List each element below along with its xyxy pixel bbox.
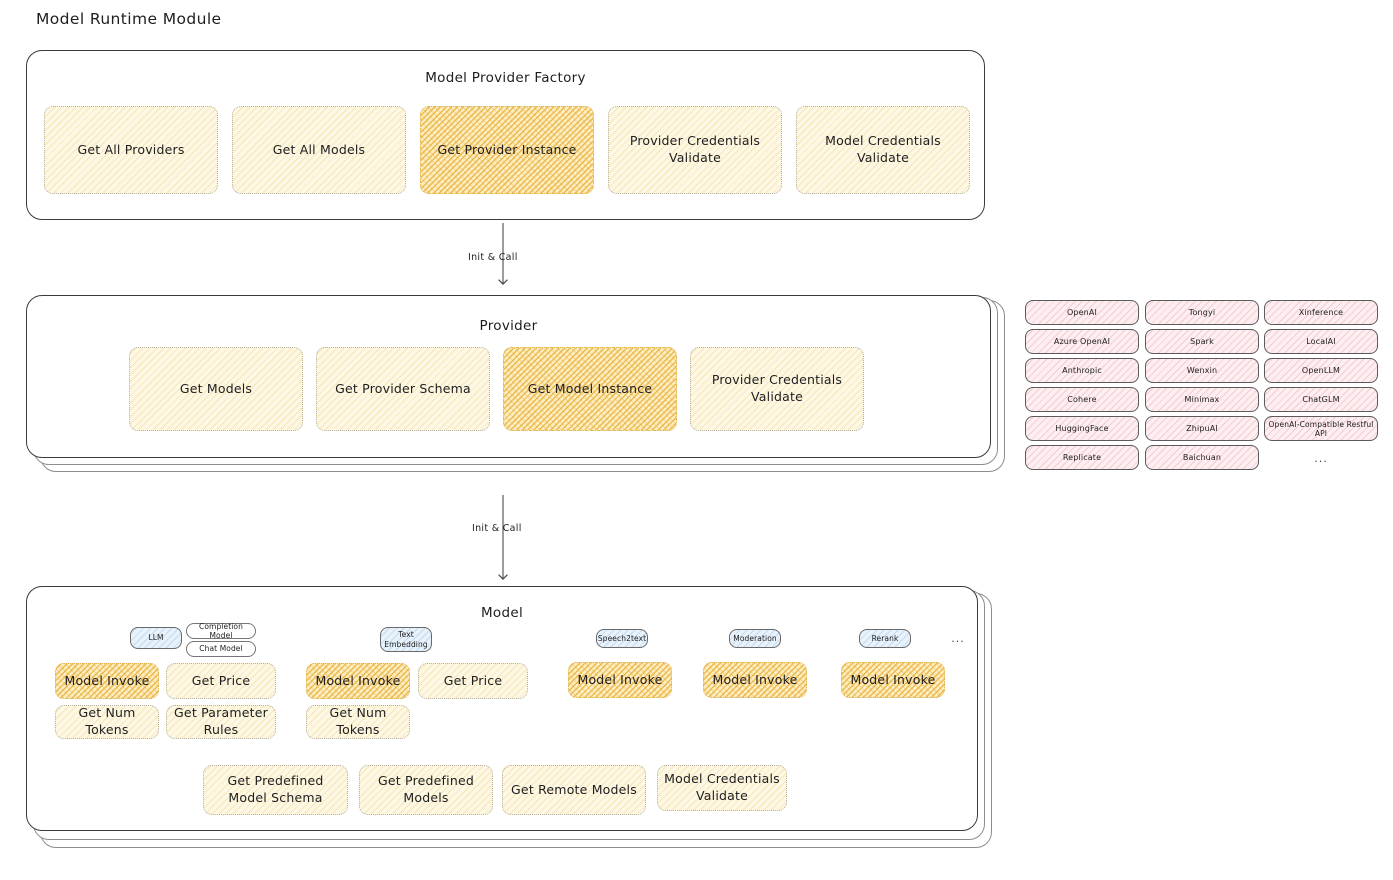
model-badge-llm[interactable]: LLM — [130, 627, 182, 649]
model-rerank-card-model-invoke[interactable]: Model Invoke — [841, 662, 945, 698]
model-moderation-card-model-invoke[interactable]: Model Invoke — [703, 662, 807, 698]
model-llm-card-get-num-tokens[interactable]: Get Num Tokens — [55, 705, 159, 739]
provider-chip-cohere[interactable]: Cohere — [1025, 387, 1139, 412]
factory-card-get-all-providers[interactable]: Get All Providers — [44, 106, 218, 194]
page-title: Model Runtime Module — [36, 10, 222, 28]
provider-list-more-ellipsis: ... — [1314, 452, 1328, 465]
model-badge-completion-model[interactable]: Completion Model — [186, 622, 256, 640]
provider-card-provider-credentials-validate[interactable]: Provider Credentials Validate — [690, 347, 864, 431]
provider-chip-tongyi[interactable]: Tongyi — [1145, 300, 1259, 325]
provider-card-get-model-instance[interactable]: Get Model Instance — [503, 347, 677, 431]
provider-chip-wenxin[interactable]: Wenxin — [1145, 358, 1259, 383]
factory-card-provider-credentials-validate[interactable]: Provider Credentials Validate — [608, 106, 782, 194]
model-badge-text-embedding[interactable]: Text Embedding — [380, 627, 432, 652]
arrow-label-provider-to-model: Init & Call — [472, 523, 522, 534]
provider-chip-localai[interactable]: LocalAI — [1264, 329, 1378, 354]
provider-title: Provider — [479, 318, 538, 334]
model-title: Model — [480, 605, 524, 621]
provider-chip-minimax[interactable]: Minimax — [1145, 387, 1259, 412]
model-badge-chat-model[interactable]: Chat Model — [186, 641, 256, 657]
provider-chip-openai[interactable]: OpenAI — [1025, 300, 1139, 325]
factory-card-model-credentials-validate[interactable]: Model Credentials Validate — [796, 106, 970, 194]
provider-chip-anthropic[interactable]: Anthropic — [1025, 358, 1139, 383]
provider-chip-openai-compatible-restful-api[interactable]: OpenAI-Compatible Restful API — [1264, 416, 1378, 441]
model-badge-speech2text[interactable]: Speech2text — [596, 629, 648, 648]
provider-chip-huggingface[interactable]: HuggingFace — [1025, 416, 1139, 441]
provider-chip-zhipuai[interactable]: ZhipuAI — [1145, 416, 1259, 441]
model-llm-card-get-parameter-rules[interactable]: Get Parameter Rules — [166, 705, 276, 739]
model-text-embedding-card-get-num-tokens[interactable]: Get Num Tokens — [306, 705, 410, 739]
provider-card-get-provider-schema[interactable]: Get Provider Schema — [316, 347, 490, 431]
model-text-embedding-card-model-invoke[interactable]: Model Invoke — [306, 663, 410, 699]
factory-title: Model Provider Factory — [425, 70, 586, 86]
factory-card-get-all-models[interactable]: Get All Models — [232, 106, 406, 194]
model-badge-moderation[interactable]: Moderation — [729, 629, 781, 648]
provider-chip-xinference[interactable]: Xinference — [1264, 300, 1378, 325]
provider-chip-chatglm[interactable]: ChatGLM — [1264, 387, 1378, 412]
arrow-label-factory-to-provider: Init & Call — [468, 252, 518, 263]
provider-chip-azure-openai[interactable]: Azure OpenAI — [1025, 329, 1139, 354]
provider-chip-replicate[interactable]: Replicate — [1025, 445, 1139, 470]
model-text-embedding-card-get-price[interactable]: Get Price — [418, 663, 528, 699]
provider-chip-openllm[interactable]: OpenLLM — [1264, 358, 1378, 383]
factory-card-get-provider-instance[interactable]: Get Provider Instance — [420, 106, 594, 194]
model-badge-rerank[interactable]: Rerank — [859, 629, 911, 648]
model-card-model-credentials-validate[interactable]: Model Credentials Validate — [657, 765, 787, 811]
model-card-get-remote-models[interactable]: Get Remote Models — [502, 765, 646, 815]
model-types-more-ellipsis: ... — [951, 632, 965, 645]
model-llm-card-model-invoke[interactable]: Model Invoke — [55, 663, 159, 699]
provider-card-get-models[interactable]: Get Models — [129, 347, 303, 431]
model-speech2text-card-model-invoke[interactable]: Model Invoke — [568, 662, 672, 698]
model-card-get-predefined-models[interactable]: Get Predefined Models — [359, 765, 493, 815]
provider-chip-spark[interactable]: Spark — [1145, 329, 1259, 354]
model-card-get-predefined-model-schema[interactable]: Get Predefined Model Schema — [203, 765, 348, 815]
model-llm-card-get-price[interactable]: Get Price — [166, 663, 276, 699]
provider-chip-baichuan[interactable]: Baichuan — [1145, 445, 1259, 470]
